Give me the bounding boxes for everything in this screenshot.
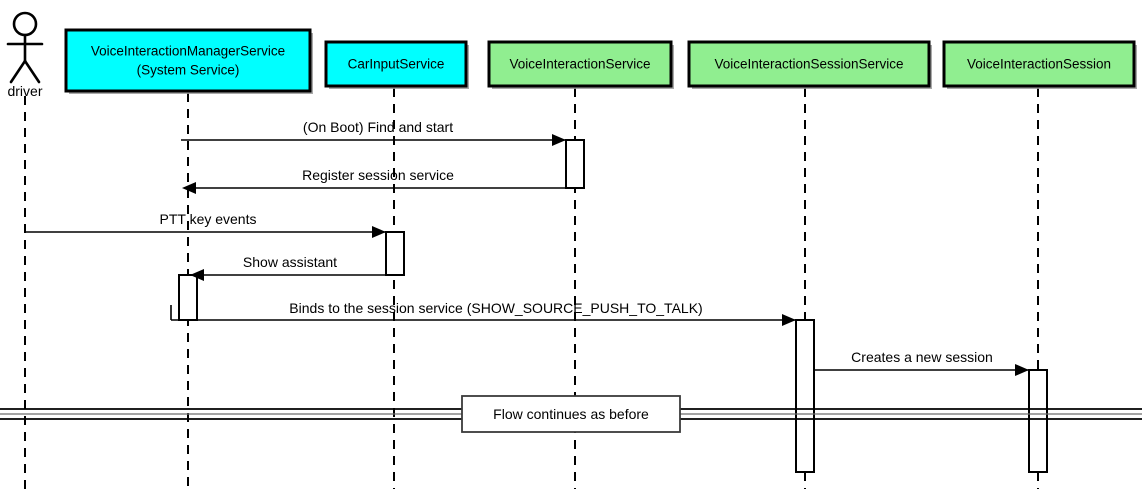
message-arrowhead-m6: [1015, 364, 1029, 376]
participant-carinput[interactable]: CarInputService: [324, 40, 469, 89]
message-register-session-service: Register session service: [182, 167, 566, 194]
participant-session-box[interactable]: [942, 40, 1136, 88]
activation-bar-vims: [178, 274, 198, 321]
message-label-m2: Register session service: [302, 167, 454, 183]
participant-vis-label: VoiceInteractionService: [509, 57, 650, 72]
participant-session[interactable]: VoiceInteractionSession: [942, 40, 1137, 89]
message-ptt-key-events: PTT key events: [26, 211, 386, 238]
message-arrowhead-m1: [552, 134, 566, 146]
activation-bar-session: [1028, 369, 1048, 473]
actor-leg-right-icon: [23, 59, 41, 84]
participant-vims[interactable]: VoiceInteractionManagerService (System S…: [64, 28, 313, 94]
participant-vis-box[interactable]: [487, 40, 673, 88]
divider-label: Flow continues as before: [493, 406, 649, 422]
activation-bars-group: [178, 139, 1048, 473]
divider-label-box: [461, 395, 681, 433]
participant-carinput-box[interactable]: [324, 40, 468, 88]
message-arrowhead-m3: [372, 226, 386, 238]
message-arrowhead-m4: [190, 269, 204, 281]
participant-vims-label-line1: VoiceInteractionManagerService: [91, 44, 285, 59]
participant-session-label: VoiceInteractionSession: [967, 57, 1111, 72]
message-label-m1: (On Boot) Find and start: [303, 119, 453, 135]
message-creates-a-new-session: Creates a new session: [815, 349, 1029, 376]
participant-vims-label-line2: (System Service): [137, 63, 240, 78]
activation-bar-carinput: [385, 231, 405, 276]
flow-divider: Flow continues as before: [0, 395, 1142, 433]
message-label-m6: Creates a new session: [851, 349, 993, 365]
actor-leg-left-icon: [9, 59, 27, 84]
participant-viss-label: VoiceInteractionSessionService: [714, 57, 903, 72]
actor-head-icon: [12, 11, 38, 37]
participant-viss[interactable]: VoiceInteractionSessionService: [687, 40, 932, 89]
message-label-m5: Binds to the session service (SHOW_SOURC…: [289, 300, 702, 316]
message-binds-to-session-service: Binds to the session service (SHOW_SOURC…: [170, 300, 796, 326]
participant-vims-box[interactable]: [64, 28, 312, 93]
message-arrowhead-m5: [782, 314, 796, 326]
message-on-boot-find-and-start: (On Boot) Find and start: [181, 119, 566, 146]
driver-actor: driver: [6, 11, 44, 99]
message-arrowhead-m2: [182, 182, 196, 194]
message-label-m4: Show assistant: [243, 254, 337, 270]
activation-bar-vis: [565, 139, 585, 189]
message-label-m3: PTT key events: [159, 211, 256, 227]
participant-viss-box[interactable]: [687, 40, 931, 88]
message-show-assistant: Show assistant: [190, 254, 386, 281]
participant-carinput-label: CarInputService: [348, 57, 445, 72]
participant-vis[interactable]: VoiceInteractionService: [487, 40, 674, 89]
activation-bar-viss: [795, 319, 815, 473]
actor-label: driver: [7, 83, 42, 99]
